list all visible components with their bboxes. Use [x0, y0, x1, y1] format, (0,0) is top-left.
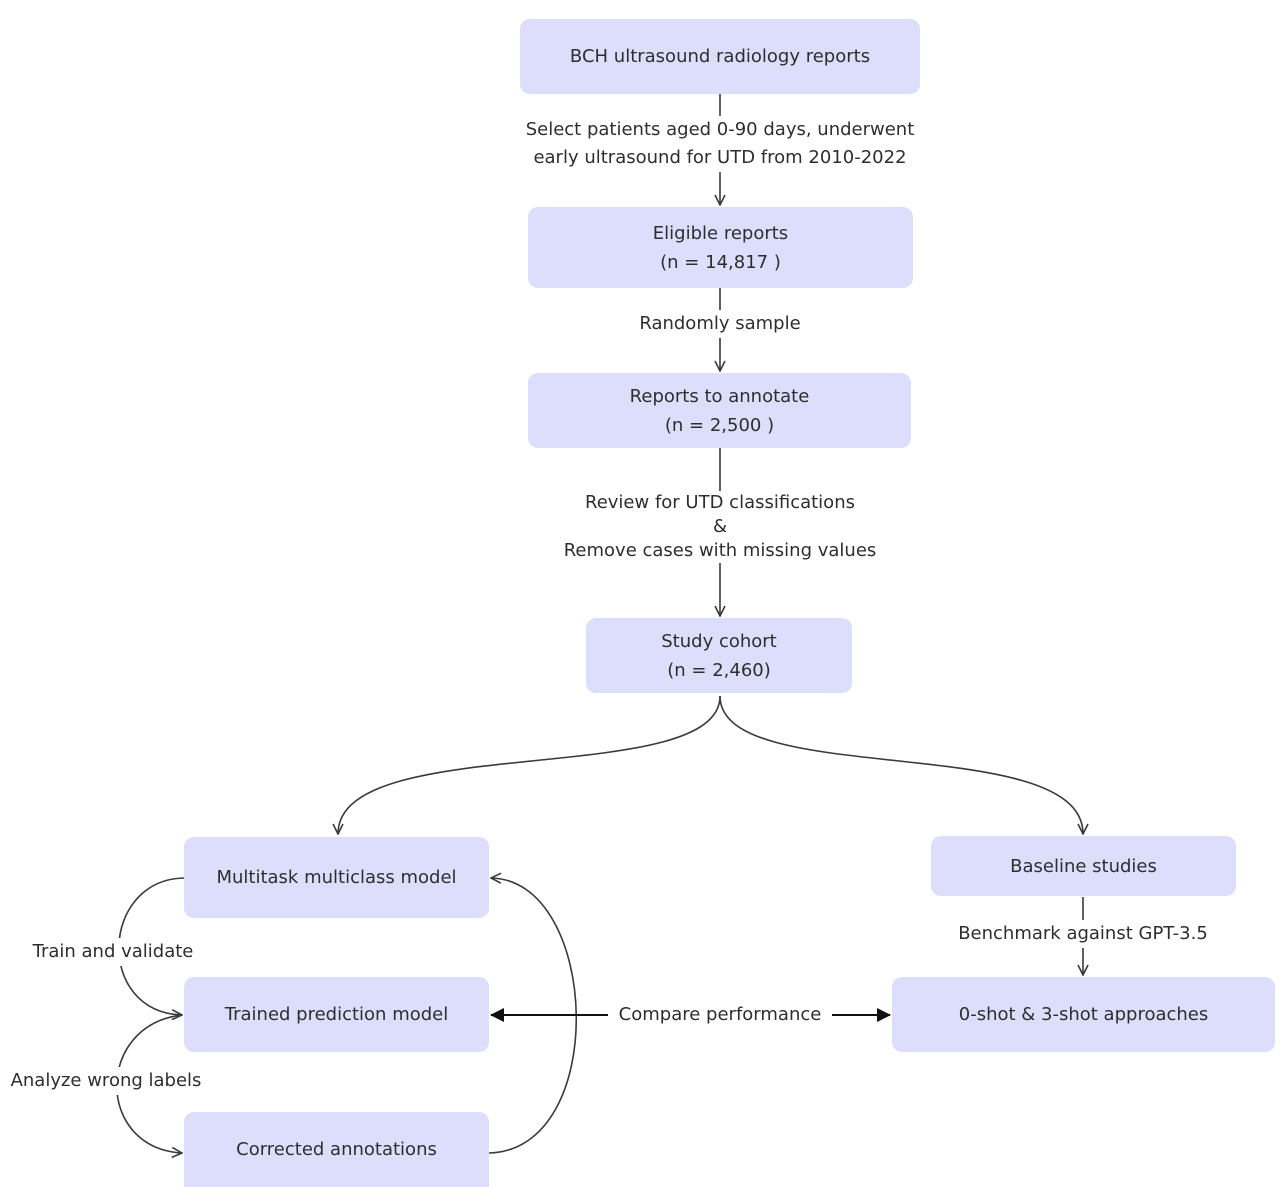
edge-label-review: Review for UTD classifications & Remove … [545, 491, 895, 563]
node-baseline-studies: Baseline studies [931, 836, 1236, 896]
edge-label-review-line2: & [712, 516, 728, 537]
node-study-cohort-title: Study cohort [661, 630, 777, 652]
edge-label-benchmark: Benchmark against GPT-3.5 [948, 920, 1218, 948]
edge-label-sample-line1: Randomly sample [639, 313, 801, 334]
edge-label-select-line1: Select patients aged 0-90 days, underwen… [525, 119, 915, 140]
edge-cohort-to-multitask [338, 695, 721, 834]
edge-label-analyze-line1: Analyze wrong labels [10, 1070, 202, 1091]
node-reports-to-annotate-count: (n = 2,500 ) [664, 414, 775, 436]
edge-label-randomly-sample: Randomly sample [620, 310, 820, 338]
edge-label-compare: Compare performance [608, 1001, 832, 1029]
node-corrected-annotations-text: Corrected annotations [236, 1139, 437, 1160]
node-shot-approaches: 0-shot & 3-shot approaches [892, 977, 1275, 1052]
edge-label-compare-line1: Compare performance [618, 1004, 822, 1025]
node-shot-approaches-text: 0-shot & 3-shot approaches [958, 1004, 1209, 1025]
node-reports-to-annotate-title: Reports to annotate [629, 385, 810, 407]
node-study-cohort-count: (n = 2,460) [667, 659, 771, 681]
node-trained-model: Trained prediction model [184, 977, 489, 1052]
node-reports-to-annotate: Reports to annotate (n = 2,500 ) [528, 373, 911, 448]
edge-label-train-validate: Train and validate [22, 938, 204, 966]
node-eligible-reports-count: (n = 14,817 ) [660, 251, 781, 273]
edge-label-review-line3: Remove cases with missing values [563, 540, 877, 561]
node-multitask-model-text: Multitask multiclass model [216, 867, 457, 888]
node-multitask-model: Multitask multiclass model [184, 837, 489, 918]
node-corrected-annotations: Corrected annotations [184, 1112, 489, 1187]
node-eligible-reports: Eligible reports (n = 14,817 ) [528, 207, 913, 288]
node-bch-reports: BCH ultrasound radiology reports [520, 19, 920, 94]
node-bch-reports-text: BCH ultrasound radiology reports [569, 46, 871, 67]
edge-label-train-line1: Train and validate [32, 941, 194, 962]
node-eligible-reports-title: Eligible reports [652, 222, 789, 244]
edge-cohort-to-baseline [719, 695, 1083, 834]
edge-label-review-line1: Review for UTD classifications [585, 492, 855, 513]
node-baseline-studies-text: Baseline studies [1010, 855, 1157, 877]
node-trained-model-text: Trained prediction model [224, 1004, 449, 1025]
node-study-cohort: Study cohort (n = 2,460) [586, 618, 852, 693]
edge-label-select-line2: early ultrasound for UTD from 2010-2022 [533, 147, 907, 168]
edge-label-benchmark-line1: Benchmark against GPT-3.5 [958, 923, 1208, 944]
edge-label-select-patients: Select patients aged 0-90 days, underwen… [515, 116, 925, 172]
edge-label-analyze-wrong: Analyze wrong labels [4, 1067, 208, 1095]
